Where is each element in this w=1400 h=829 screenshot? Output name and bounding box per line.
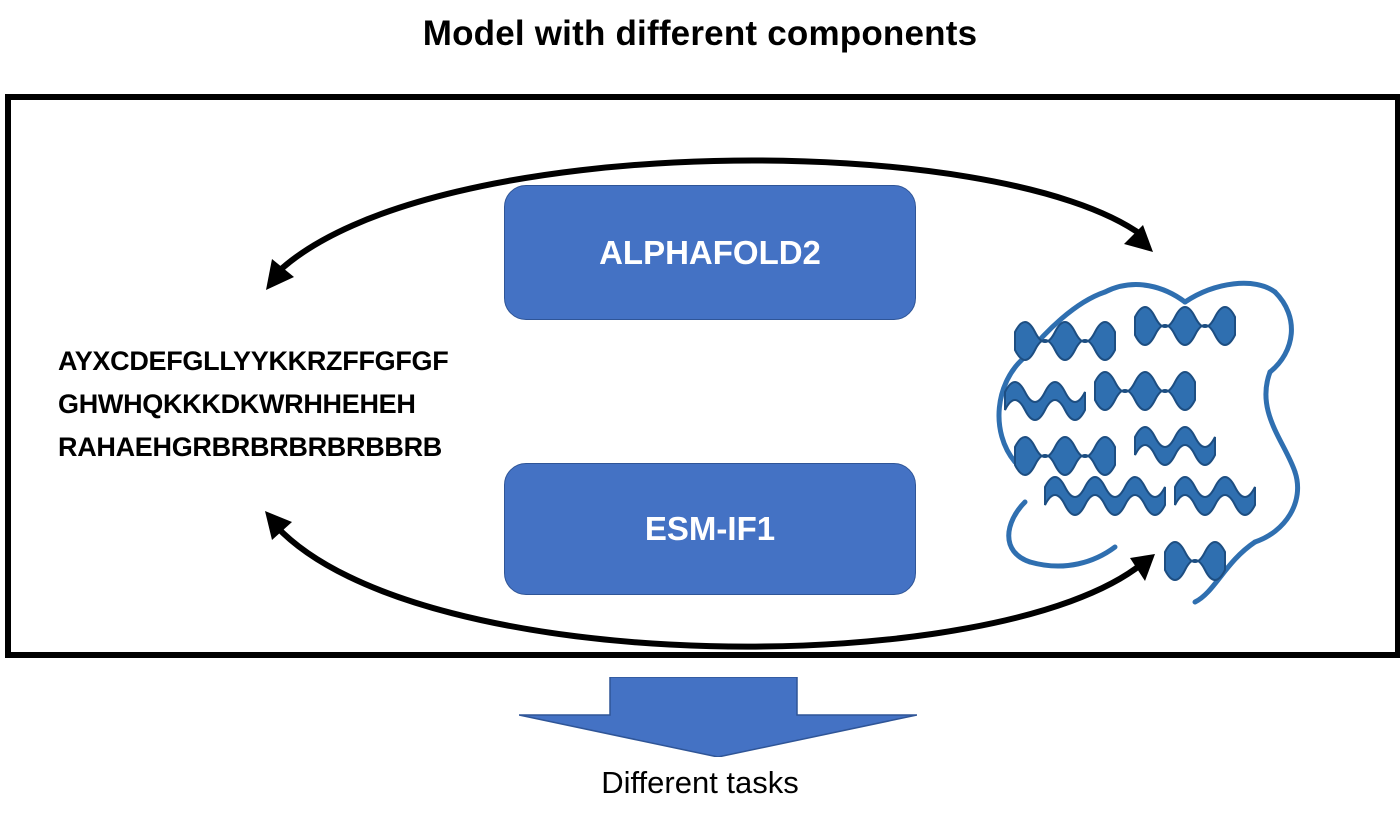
diagram-title: Model with different components	[422, 14, 978, 53]
sequence-line: GHWHQKKKDKWRHHEHEH	[58, 389, 416, 419]
esm-if1-box: ESM-IF1	[504, 463, 916, 595]
alphafold2-box: ALPHAFOLD2	[504, 185, 916, 320]
sequence-line: AYXCDEFGLLYYKKRZFFGFGF	[58, 346, 449, 376]
output-caption: Different tasks	[601, 765, 799, 800]
model-frame	[5, 94, 1400, 658]
protein-structure-icon	[996, 280, 1301, 605]
sequence-line: RAHAEHGRBRBRBRBRBBRB	[58, 432, 442, 462]
amino-acid-sequence: AYXCDEFGLLYYKKRZFFGFGF GHWHQKKKDKWRHHEHE…	[58, 340, 449, 469]
down-arrow-icon	[519, 677, 917, 757]
esm-if1-label: ESM-IF1	[644, 510, 776, 547]
alphafold2-label: ALPHAFOLD2	[599, 233, 821, 271]
